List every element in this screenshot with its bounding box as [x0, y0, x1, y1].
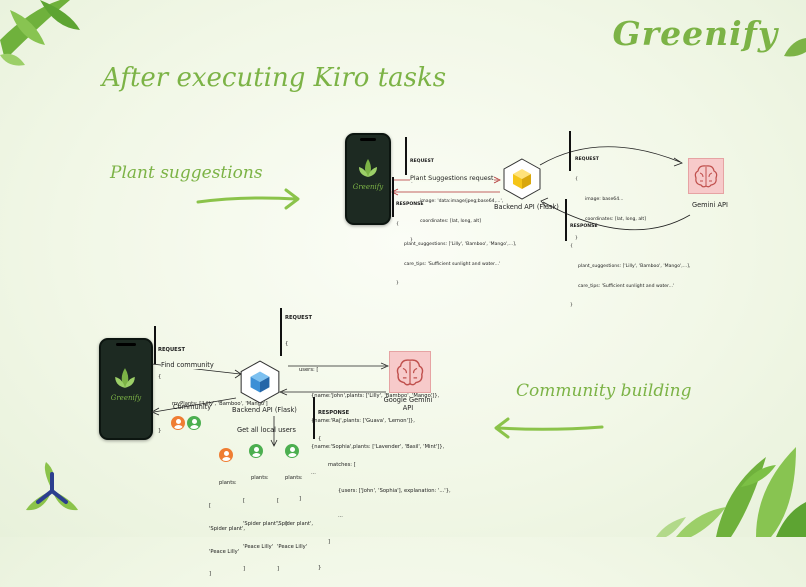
brain-icon [694, 165, 718, 188]
backend-cube-icon [503, 158, 541, 200]
backend-label-top: Backend API (Flask) [494, 203, 559, 211]
request-bar-left [154, 326, 156, 364]
response-block-1: RESPONSE { plant_suggestions: ['Lilly', … [396, 202, 517, 287]
section-label-plant-suggestions: Plant suggestions [110, 163, 263, 183]
response-bar-bottom [313, 397, 315, 439]
community-label: Community [173, 403, 212, 411]
response-block-bottom: RESPONSE { matches: [ {users: ['John', '… [318, 410, 451, 571]
local-user-plants-2: plants: [ 'Spider plant', 'Peace Lilly' … [243, 475, 280, 573]
bottom-connectors [151, 362, 390, 447]
local-user-icon [219, 448, 233, 462]
request-block-2: REQUEST { image: base64... coordinates: … [575, 157, 647, 242]
gemini-api-label-top: Gemini API [692, 201, 728, 209]
plant-suggestions-request-label: Plant Suggestions request [410, 174, 494, 182]
leaves-top-left-decoration [0, 0, 80, 66]
find-community-label: Find community [161, 361, 214, 369]
plant-logo-icon [115, 368, 135, 388]
get-local-users-label: Get all local users [237, 426, 296, 434]
top-connectors [391, 146, 691, 231]
phone-title: Greenify [110, 394, 142, 402]
plant-logo-icon [359, 159, 377, 177]
request-bar-top [280, 308, 282, 356]
backend-label-bottom: Backend API (Flask) [232, 406, 297, 414]
request-bar-1 [405, 137, 407, 175]
section-label-community-building: Community building [516, 381, 692, 401]
local-user-icon [285, 444, 299, 458]
community-user-icon [171, 416, 185, 430]
community-user-icon [187, 416, 201, 430]
gemini-api-box-top [688, 158, 724, 194]
phone-app-top: Greenify [345, 133, 391, 225]
request-bar-2 [569, 131, 571, 171]
gemini-api-box-bottom [389, 351, 431, 393]
response-bar-1 [392, 177, 394, 217]
gemini-api-label-bottom: Google Gemini API [383, 396, 433, 412]
phone-title: Greenify [352, 183, 384, 191]
local-user-plants-3: plants: [ 'Spider plant', 'Peace Lilly' … [277, 475, 314, 573]
kiro-logo-icon [26, 462, 78, 511]
local-user-icon [249, 444, 263, 458]
brain-icon [396, 359, 424, 386]
leaves-bottom-right-decoration [656, 447, 806, 537]
response-bar-2 [565, 199, 567, 241]
phone-app-bottom: Greenify [99, 338, 153, 440]
response-block-2: RESPONSE { plant_suggestions: ['Lilly', … [570, 224, 691, 309]
local-user-plants-1: plants: [ 'Spider plant', 'Peace Lilly' … [209, 480, 246, 578]
backend-cube-icon [240, 360, 280, 404]
request-block-top: REQUEST { users: [ {name:'John',plants: … [285, 315, 445, 528]
page-heading: After executing Kiro tasks [102, 63, 447, 93]
brand-title: Greenify [612, 14, 778, 53]
arrow-left-icon [494, 417, 604, 439]
leaf-top-right-decoration [784, 38, 806, 57]
request-block-left: REQUEST { myPlants: ['Lilly', 'Bamboo', … [158, 347, 268, 434]
arrow-right-icon [196, 188, 300, 210]
